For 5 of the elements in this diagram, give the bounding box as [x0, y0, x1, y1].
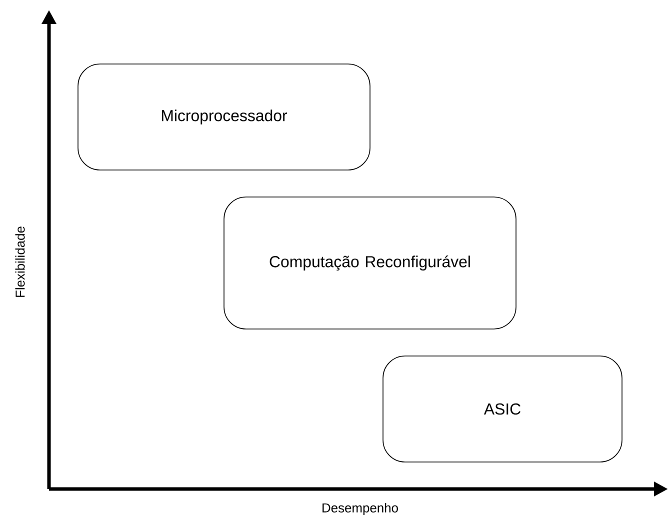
rounded-box: Computação Reconfigurável	[224, 196, 516, 330]
axis-label: Flexibilidade	[15, 226, 25, 297]
rounded-box: ASIC	[382, 356, 622, 462]
axis-label: Desempenho	[322, 502, 398, 516]
rounded-box: Microprocessador	[78, 64, 370, 170]
